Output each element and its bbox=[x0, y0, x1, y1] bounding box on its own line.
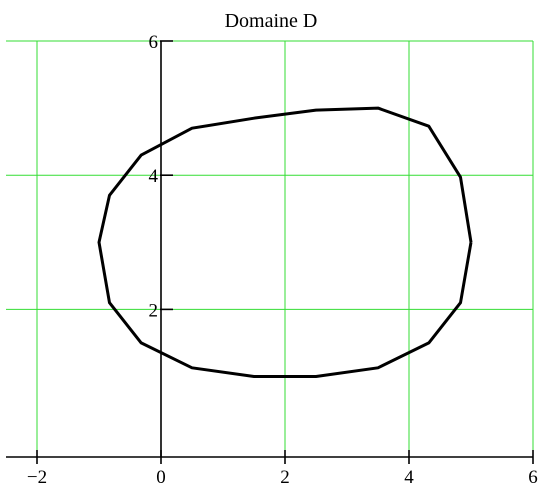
y-tick-label-2: 6 bbox=[149, 32, 159, 53]
series-line-0 bbox=[97, 106, 473, 378]
grid bbox=[6, 40, 534, 457]
y-tick-label-1: 4 bbox=[149, 166, 159, 187]
x-tick-label-2: 2 bbox=[280, 467, 290, 488]
y-tick-label-0: 2 bbox=[149, 300, 159, 321]
chart-title: Domaine D bbox=[225, 10, 318, 32]
axes bbox=[6, 40, 534, 464]
series bbox=[97, 106, 473, 378]
x-tick-label-4: 6 bbox=[528, 467, 538, 488]
x-tick-label-0: −2 bbox=[27, 467, 47, 488]
x-tick-label-3: 4 bbox=[404, 467, 414, 488]
x-tick-label-1: 0 bbox=[156, 467, 166, 488]
tick-labels: −2 0 2 4 6 2 4 6 bbox=[27, 32, 538, 488]
